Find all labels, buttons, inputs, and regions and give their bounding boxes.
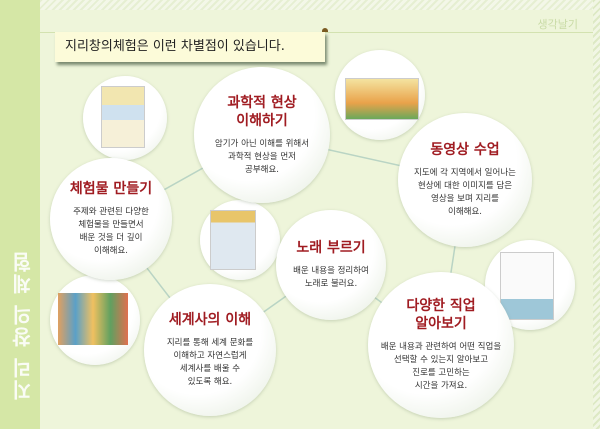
feature-desc: 노래로 불러요.: [304, 279, 358, 289]
feature-desc: 현상에 대한 이미지를 담은: [417, 181, 513, 191]
feature-desc: 배운 것을 더 깊이: [79, 233, 143, 243]
section-tag: 생각날기: [537, 18, 578, 31]
feature-desc: 있도록 해요.: [187, 377, 233, 387]
song-sheet-image: [200, 200, 280, 280]
feature-desc: 시간을 가져요.: [414, 381, 468, 391]
textbook-image: [83, 76, 167, 160]
feature-title: 과학적 현상: [227, 94, 297, 111]
feature-title: 동영상 수업: [430, 142, 500, 158]
feature-desc: 이해해요.: [448, 207, 482, 217]
feature-desc: 지도에 각 지역에서 일어나는: [414, 168, 516, 178]
feature-title: 다양한 직업: [406, 298, 476, 314]
feature-desc: 세계사를 배울 수: [179, 364, 241, 374]
feature-desc: 배운 내용을 정리하여: [293, 266, 369, 276]
craft-image: [50, 275, 140, 365]
feature-desc: 이해하고 자연스럽게: [173, 351, 247, 361]
top-pattern: [40, 0, 600, 10]
pin-icon: [322, 28, 328, 32]
feature-desc: 선택할 수 있는지 알아보고: [393, 355, 489, 365]
feature-title: 이해하기: [236, 112, 288, 129]
feature-desc: 체험물을 만들면서: [78, 220, 144, 230]
feature-desc: 영상을 보며 지리를: [431, 194, 499, 204]
feature-desc: 공부해요.: [245, 164, 279, 175]
feature-desc: 암기가 아닌 이해를 위해서: [214, 138, 310, 149]
feature-title: 노래 부르기: [296, 240, 366, 256]
feature-desc: 진로를 고민하는: [412, 368, 470, 378]
feature-desc: 지리를 통해 세계 문화를: [166, 338, 254, 348]
feature-desc: 주제와 관련된 다양한: [73, 207, 149, 217]
feature-desc: 이해해요.: [94, 246, 128, 256]
feature-title: 세계사의 이해: [168, 312, 252, 328]
callout-heading: 지리창의체험은 이런 차별점이 있습니다.: [55, 32, 325, 62]
feature-title: 체험물 만들기: [69, 181, 153, 197]
feature-desc: 배운 내용과 관련하여 어떤 직업을: [380, 342, 502, 352]
feature-desc: 과학적 현상을 먼저: [228, 151, 296, 162]
feature-title: 알아보기: [415, 316, 467, 332]
video-image: [335, 50, 425, 140]
right-pattern: [593, 0, 600, 429]
left-band: [0, 0, 40, 429]
